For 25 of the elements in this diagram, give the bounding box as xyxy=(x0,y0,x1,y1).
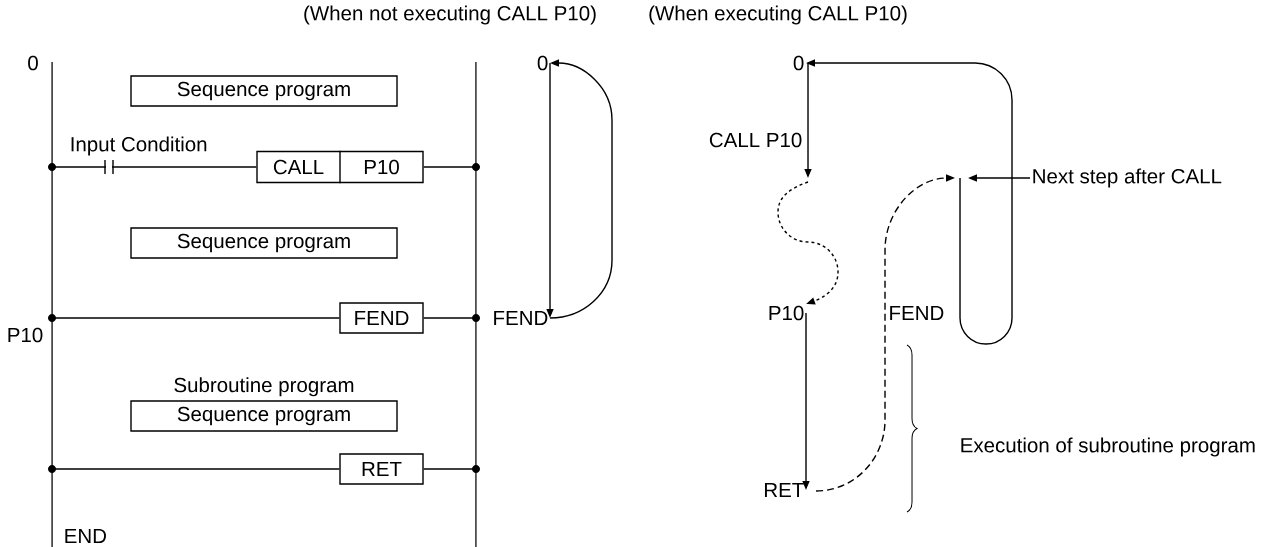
step-label: CALL P10 xyxy=(709,132,802,148)
step-label: 0 xyxy=(537,55,548,71)
instruction-box: FEND xyxy=(339,302,424,334)
step-label: P10 xyxy=(769,305,804,321)
instruction-box: Sequence program xyxy=(130,227,398,259)
step-label: FEND xyxy=(494,310,548,326)
step-label: 0 xyxy=(28,55,38,71)
instruction-box: Sequence program xyxy=(130,75,398,107)
step-label: RET xyxy=(765,482,804,498)
instruction-box: RET xyxy=(339,453,424,485)
pointer-label: P10 xyxy=(8,327,43,343)
node-label: Subroutine program xyxy=(174,377,354,397)
caption: (When not executing CALL P10) xyxy=(304,5,596,25)
step-label: Next step after CALL xyxy=(1033,168,1222,188)
program-box: Subroutine program Sequence program xyxy=(130,377,398,432)
step-label: FEND xyxy=(890,305,944,321)
instruction-box: CALL P10 xyxy=(256,150,424,184)
power-rail xyxy=(48,62,56,547)
power-rail xyxy=(472,62,480,547)
step-label: 0 xyxy=(793,55,804,71)
arrow xyxy=(777,181,839,305)
brace-label: Execution of subroutine program xyxy=(961,437,1255,457)
caption: (When executing CALL P10) xyxy=(649,5,907,25)
arrow xyxy=(549,59,613,319)
contact-label: Input Condition xyxy=(71,136,207,156)
